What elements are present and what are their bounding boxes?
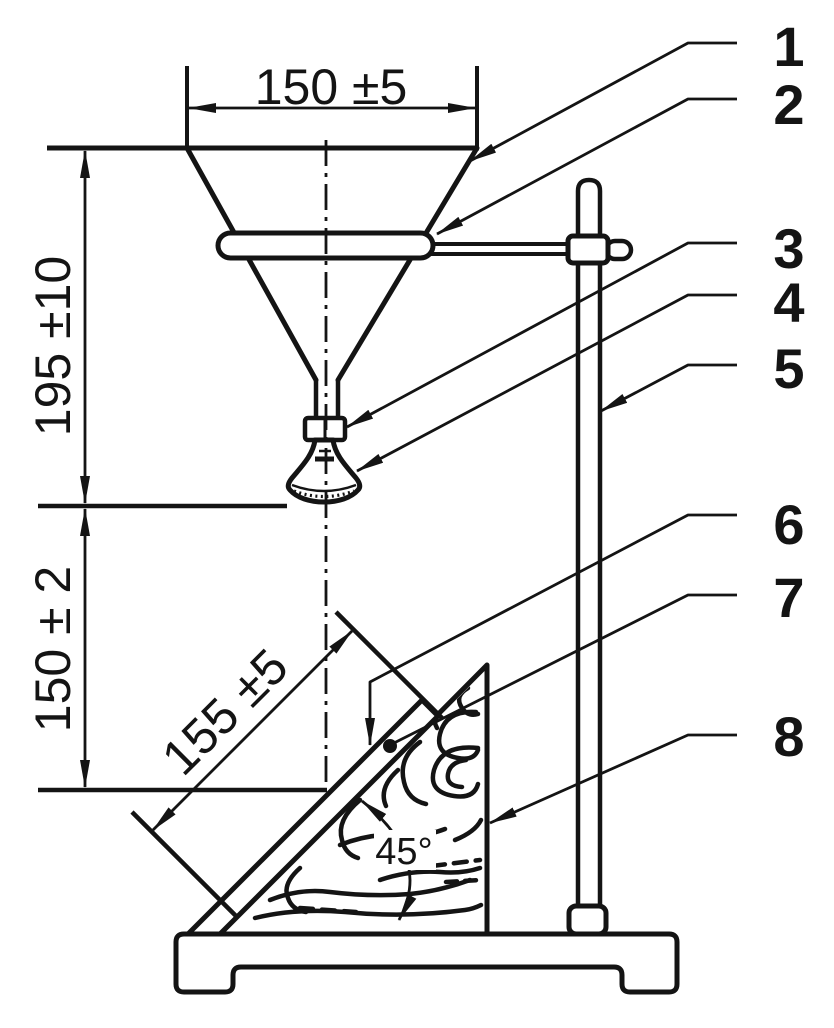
funnel xyxy=(184,145,480,421)
wedge-angle-annotation: 45° xyxy=(361,799,436,921)
leader-6-board xyxy=(365,513,737,746)
funnel-height-dimension: 195 ±10 xyxy=(25,150,90,504)
dim-wedge-angle: 45° xyxy=(375,831,432,873)
callout-6: 6 xyxy=(773,493,804,556)
impact-point-dot xyxy=(383,739,397,753)
funnel-width-dimension: 150 ±5 xyxy=(185,59,479,148)
callout-8: 8 xyxy=(773,705,804,768)
callout-4: 4 xyxy=(773,271,804,334)
leader-2-ring xyxy=(436,97,737,236)
dim-funnel-height: 195 ±10 xyxy=(25,256,81,436)
stand-base xyxy=(173,931,680,995)
dim-board-length: 155 ±5 xyxy=(151,638,298,785)
callout-1: 1 xyxy=(773,15,804,78)
callout-3: 3 xyxy=(773,217,804,280)
leader-8-wedge xyxy=(489,733,737,825)
callout-2: 2 xyxy=(773,73,804,136)
extension-line-lower xyxy=(130,810,239,919)
dimension-line-155 xyxy=(152,630,353,831)
rose-rim-arc xyxy=(291,483,357,493)
rose-perforations xyxy=(293,489,355,499)
leader-1-funnel xyxy=(469,41,737,163)
funnel-left-slope xyxy=(184,145,319,383)
leader-5-rod xyxy=(600,363,737,413)
extension-line-upper xyxy=(334,610,445,721)
rod-collar xyxy=(566,903,609,937)
callout-leaders xyxy=(346,41,737,825)
leader-3-nut xyxy=(346,241,737,429)
stand-rod xyxy=(575,177,603,934)
leader-7-impact-point xyxy=(393,593,737,745)
angle-text-halo xyxy=(374,830,436,870)
ring-arm xyxy=(422,242,576,256)
callout-numbers: 1 2 3 4 5 6 7 8 xyxy=(773,15,804,768)
drop-height-dimension: 150 ± 2 xyxy=(25,508,90,788)
rod-clamp xyxy=(565,233,611,266)
callout-5: 5 xyxy=(773,337,804,400)
dim-drop-height: 150 ± 2 xyxy=(25,566,81,732)
dim-funnel-top-width: 150 ±5 xyxy=(255,59,408,115)
funnel-right-slope xyxy=(335,145,480,383)
spray-rose xyxy=(285,437,363,505)
leader-4-rose xyxy=(356,293,737,473)
callout-7: 7 xyxy=(773,566,804,629)
